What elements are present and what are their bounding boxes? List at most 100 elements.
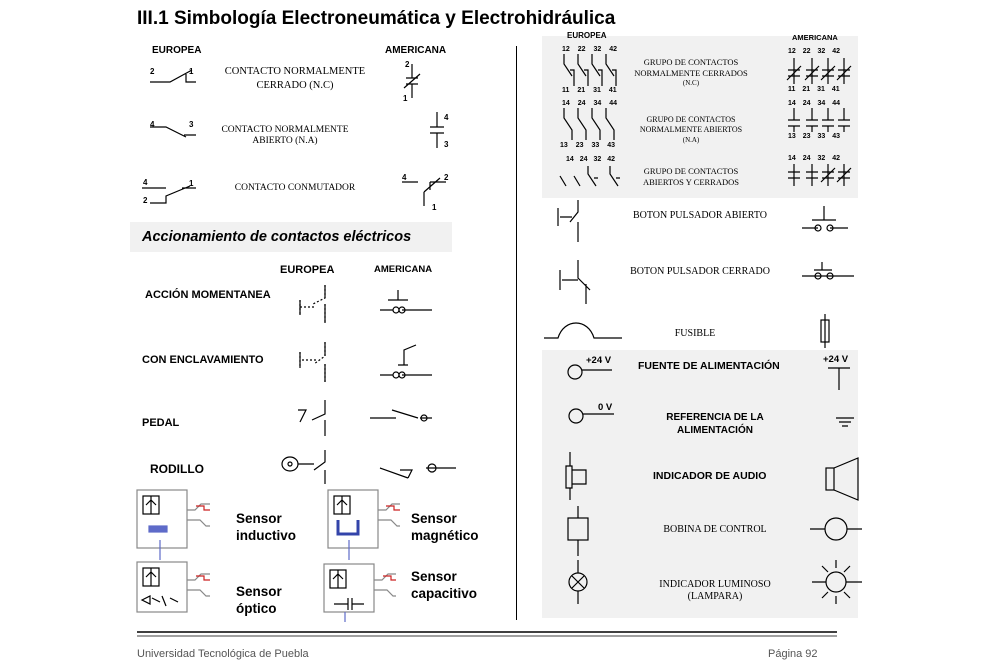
- nc-contact-am-symbol: [403, 64, 421, 98]
- audio-eu-symbol: [565, 452, 587, 500]
- conmutador-eu-symbol: [142, 185, 196, 204]
- sensor-optico-symbol: [136, 561, 210, 613]
- fusible-eu-symbol: [544, 322, 622, 339]
- bobina-label: BOBINA DE CONTROL: [663, 524, 767, 535]
- column-divider: [516, 46, 517, 620]
- grupo-nc-am-symbol: [786, 58, 852, 84]
- mix-am-top-nums: 14 24 32 42: [788, 155, 841, 162]
- pedal-am-symbol: [370, 409, 432, 422]
- grupo-nc-eu-symbol: [563, 54, 617, 86]
- fuente-eu-symbol: [567, 364, 612, 380]
- nc-contact-eu-symbol: [150, 69, 196, 83]
- referencia-voltage: 0 V: [598, 402, 613, 413]
- cm-num-2: 2: [143, 196, 148, 205]
- enclavamiento-eu-symbol: [299, 342, 326, 382]
- rodillo-eu-symbol: [281, 450, 326, 484]
- row-con-enclavamiento: CON ENCLAVAMIENTO: [142, 354, 264, 366]
- section-title-background: [130, 222, 452, 252]
- sensor-magnetico-symbol: [327, 489, 400, 560]
- nc-num-2: 2: [150, 67, 155, 76]
- right-group-background: [542, 36, 858, 198]
- sensor-inductivo-symbol: [136, 489, 210, 560]
- row-rodillo: RODILLO: [150, 462, 204, 476]
- right-lower-background: [542, 350, 858, 618]
- na-am-bottom-nums: 13 23 33 43: [788, 133, 841, 140]
- na-eu-bottom-nums: 13 23 33 43: [560, 142, 616, 149]
- page-title: III.1 Simbología Electroneumática y Elec…: [137, 8, 616, 29]
- right-header-americana: AMERICANA: [792, 33, 838, 42]
- na-am-top-nums: 14 24 34 44: [788, 100, 841, 107]
- grupo-mixto-am-symbol: [788, 164, 852, 186]
- boton-abierto-eu-symbol: [557, 200, 579, 242]
- fuente-eu-voltage: +24 V: [586, 355, 612, 366]
- enclavamiento-am-symbol: [380, 344, 432, 379]
- na-eu-top-nums: 14 24 34 44: [562, 100, 618, 107]
- fuente-am-voltage: +24 V: [823, 354, 849, 365]
- na-am-num-3: 3: [444, 140, 449, 149]
- na-contact-eu-symbol: [150, 126, 196, 138]
- accion-momentanea-eu-symbol: [299, 285, 326, 323]
- na-num-4: 4: [150, 120, 155, 129]
- row-pedal: PEDAL: [142, 417, 180, 429]
- na-contact-am-symbol: [430, 112, 444, 148]
- row-accion-momentanea: ACCIÓN MOMENTANEA: [145, 289, 271, 301]
- referencia-am-symbol: [836, 417, 854, 427]
- na-num-3: 3: [189, 120, 194, 129]
- luminoso-am-symbol: [812, 560, 862, 604]
- right-header-europea: EUROPEA: [567, 31, 607, 40]
- nc-num-1: 1: [189, 67, 194, 76]
- na-am-num-4: 4: [444, 113, 449, 122]
- cm-num-1: 1: [189, 179, 194, 188]
- audio-am-symbol: [825, 457, 859, 501]
- bobina-am-symbol: [810, 517, 862, 541]
- conmutador-am-symbol: [402, 177, 446, 206]
- conmutador-label: CONTACTO CONMUTADOR: [234, 183, 356, 193]
- fusible-label: FUSIBLE: [674, 328, 716, 339]
- grupo-na-eu-symbol: [563, 108, 615, 140]
- header-europea: EUROPEA: [152, 45, 202, 56]
- luminoso-eu-symbol: [568, 560, 588, 604]
- luminoso-label: INDICADOR LUMINOSO(LAMPARA): [659, 579, 771, 602]
- header-americana: AMERICANA: [385, 45, 447, 56]
- referencia-eu-symbol: [568, 408, 614, 424]
- nc-eu-top-nums: 12 22 32 42: [562, 46, 618, 53]
- accion-momentanea-am-symbol: [380, 290, 432, 314]
- grupo-mixto-eu-symbol: [559, 166, 620, 187]
- rodillo-am-symbol: [379, 463, 456, 479]
- cm-num-4: 4: [143, 178, 148, 187]
- sensor-capacitivo-symbol: [323, 563, 396, 622]
- nc-am-num-1: 1: [403, 94, 408, 103]
- footer-left: Universidad Tecnológica de Puebla: [137, 648, 309, 660]
- grupo-na-am-symbol: [788, 108, 850, 132]
- pedal-eu-symbol: [298, 400, 326, 436]
- boton-cerrado-am-symbol: [802, 262, 854, 280]
- acc-header-americana: AMERICANA: [374, 264, 433, 275]
- bobina-eu-symbol: [567, 506, 589, 556]
- nc-eu-bottom-nums: 11 21 31 41: [562, 87, 617, 94]
- nc-am-bottom-nums: 11 21 31 41: [788, 86, 840, 93]
- cm-am-num-4: 4: [402, 173, 407, 182]
- fuente-am-symbol: [828, 367, 850, 390]
- boton-abierto-am-symbol: [802, 206, 848, 232]
- accionamiento-title: Accionamiento de contactos eléctricos: [142, 229, 412, 245]
- cm-am-num-1: 1: [432, 203, 437, 212]
- nc-am-top-nums: 12 22 32 42: [788, 48, 841, 55]
- footer-right: Página 92: [768, 648, 818, 660]
- acc-header-europea: EUROPEA: [280, 264, 335, 276]
- cm-am-num-2: 2: [444, 173, 449, 182]
- nc-am-num-2: 2: [405, 60, 410, 69]
- boton-cerrado-eu-symbol: [559, 260, 591, 304]
- fusible-am-symbol: [820, 314, 830, 348]
- boton-cerrado-label: BOTON PULSADOR CERRADO: [630, 266, 770, 277]
